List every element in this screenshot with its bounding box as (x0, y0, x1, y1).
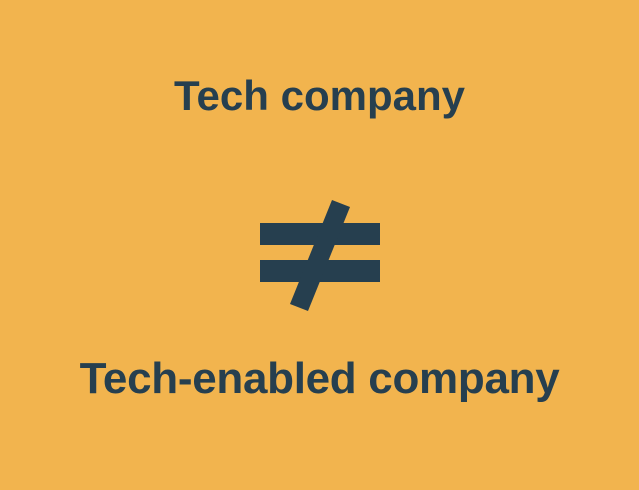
not-equal-icon (260, 200, 380, 311)
bottom-label: Tech-enabled company (79, 354, 560, 403)
not-equal-slash (290, 200, 350, 311)
top-label: Tech company (174, 72, 465, 119)
